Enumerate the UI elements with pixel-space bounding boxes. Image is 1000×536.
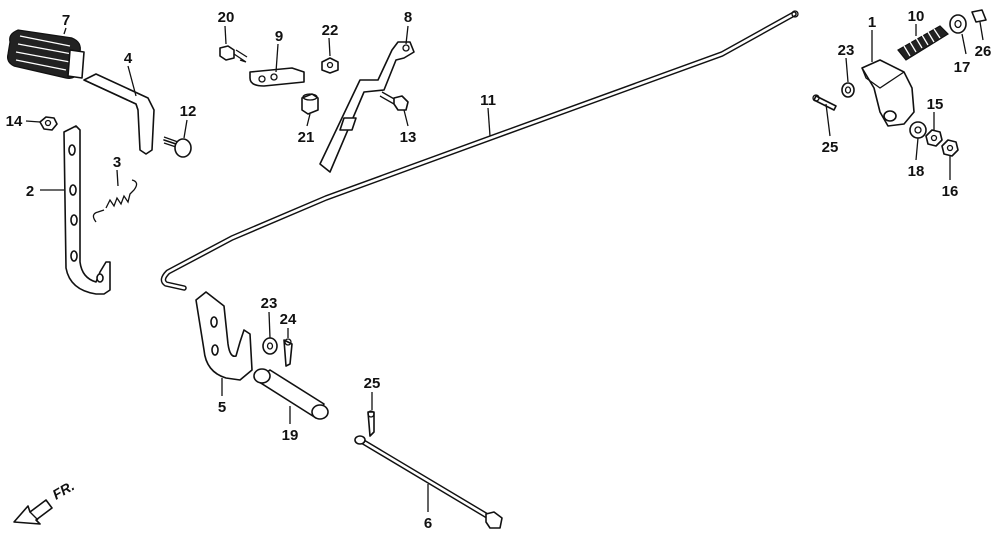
control-rod bbox=[160, 10, 799, 291]
bracket-arm-8 bbox=[319, 41, 415, 173]
direction-label: FR. bbox=[50, 477, 78, 502]
callout-labels: 7 4 2 3 14 12 20 9 22 8 21 13 11 1 10 17… bbox=[6, 8, 992, 532]
callout-9: 9 bbox=[275, 28, 283, 45]
callout-4: 4 bbox=[124, 50, 133, 67]
washer-23-right bbox=[841, 82, 855, 98]
callout-23-right: 23 bbox=[838, 42, 855, 59]
bolt-20 bbox=[219, 45, 248, 63]
callout-24: 25 bbox=[364, 375, 381, 392]
callout-6: 6 bbox=[424, 515, 432, 532]
sleeve-19 bbox=[253, 368, 329, 420]
link-arm bbox=[249, 67, 305, 87]
washer-17 bbox=[949, 14, 967, 34]
callout-11: 11 bbox=[480, 92, 496, 109]
callout-26: 26 bbox=[975, 43, 992, 60]
callout-16: 16 bbox=[942, 183, 959, 200]
collar-21 bbox=[301, 93, 319, 115]
callout-14: 14 bbox=[6, 113, 23, 130]
callout-12: 12 bbox=[180, 103, 197, 120]
callout-5: 5 bbox=[218, 399, 226, 416]
cotter-pin-25-right bbox=[812, 94, 837, 111]
nut-22 bbox=[321, 57, 339, 74]
callout-25-right: 25 bbox=[822, 139, 839, 156]
callout-20: 20 bbox=[218, 9, 235, 26]
callout-19: 19 bbox=[282, 427, 299, 444]
callout-2: 2 bbox=[26, 183, 34, 200]
callout-1: 1 bbox=[868, 14, 876, 31]
callout-18: 18 bbox=[908, 163, 925, 180]
pivot-shaft bbox=[354, 435, 503, 529]
bolt-13 bbox=[379, 91, 409, 111]
callout-3: 3 bbox=[113, 154, 121, 171]
callout-23-center: 23 bbox=[261, 295, 278, 312]
pedal-rubber bbox=[7, 29, 85, 79]
washer-18 bbox=[909, 121, 927, 139]
pin-26 bbox=[971, 9, 987, 23]
spring-10 bbox=[897, 25, 949, 61]
callout-15: 15 bbox=[927, 96, 944, 113]
callout-8: 8 bbox=[404, 9, 412, 26]
nut-16 bbox=[941, 139, 959, 157]
direction-arrow-icon bbox=[13, 499, 53, 525]
washer-23-center bbox=[262, 337, 278, 355]
callout-25-center: 24 bbox=[280, 311, 297, 328]
nut-15 bbox=[925, 129, 943, 147]
callout-22: 22 bbox=[322, 22, 339, 39]
callout-7: 7 bbox=[62, 12, 70, 29]
leader-lines bbox=[25, 21, 984, 512]
cotter-pin-25-center bbox=[283, 338, 293, 367]
cotter-pin-24 bbox=[367, 410, 375, 437]
callout-10: 10 bbox=[908, 8, 925, 25]
callout-13: 13 bbox=[400, 129, 417, 146]
return-spring bbox=[92, 179, 138, 223]
pedal-arm bbox=[63, 125, 111, 295]
front-direction-indicator: FR. bbox=[13, 477, 78, 525]
callout-17: 17 bbox=[954, 59, 971, 76]
pedal-plate bbox=[83, 73, 155, 155]
nut-14 bbox=[39, 116, 58, 131]
bolt-12 bbox=[163, 136, 192, 158]
lower-bracket bbox=[195, 291, 253, 381]
arm-plate-1 bbox=[861, 59, 915, 127]
callout-21: 21 bbox=[298, 129, 315, 146]
